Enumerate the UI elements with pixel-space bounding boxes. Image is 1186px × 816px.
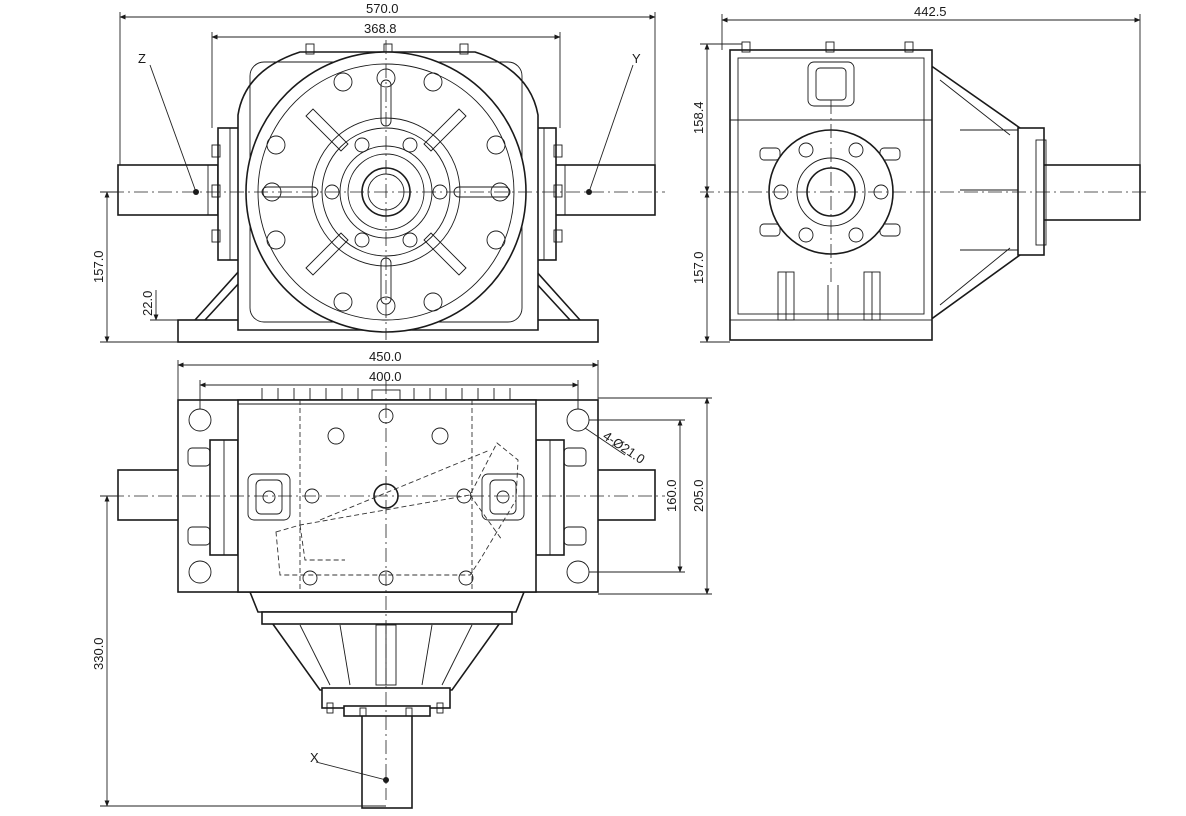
dim-side-overall-width: 442.5	[914, 4, 947, 19]
dim-side-shaft-height: 157.0	[691, 251, 706, 284]
top-view: X 450.0 400.0 4-Ø21.0 160.0 205.0 330.0	[91, 349, 712, 809]
side-shaft	[1039, 164, 1141, 221]
dim-top-overall-width: 450.0	[369, 349, 402, 364]
side-view: 442.5 158.4 157.0	[691, 4, 1150, 343]
dim-top-shaft-length: 330.0	[91, 637, 106, 670]
axis-label-z: Z	[138, 51, 146, 66]
axis-label-y: Y	[632, 51, 641, 66]
front-left-shaft	[117, 164, 219, 216]
dim-front-shaft-height: 157.0	[91, 250, 106, 283]
dim-top-base-depth: 205.0	[691, 479, 706, 512]
top-bottom-shaft	[361, 711, 413, 809]
front-view: Z Y 570.0 368.8 157.0 22.0	[91, 1, 665, 343]
dim-side-upper-height: 158.4	[691, 101, 706, 134]
front-right-shaft	[554, 164, 656, 216]
dim-top-hole-spec: 4-Ø21.0	[600, 428, 647, 467]
dim-front-base-thickness: 22.0	[140, 291, 155, 316]
dim-front-housing-width: 368.8	[364, 21, 397, 36]
axis-label-x: X	[310, 750, 319, 765]
dim-front-overall-width: 570.0	[366, 1, 399, 16]
dim-top-hole-pitch: 160.0	[664, 479, 679, 512]
dim-top-hole-spacing: 400.0	[369, 369, 402, 384]
